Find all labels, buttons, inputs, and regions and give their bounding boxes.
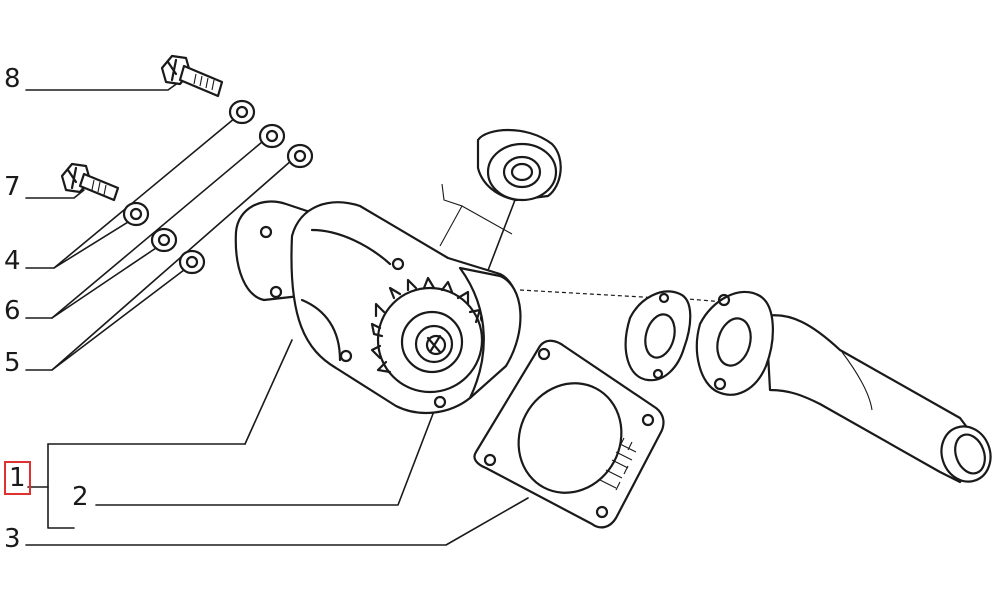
callout-7: 7 <box>4 172 21 202</box>
leader-5b <box>51 269 185 371</box>
small-gasket <box>624 290 692 382</box>
leader-1-pump <box>244 339 293 445</box>
callout-2: 2 <box>72 482 89 512</box>
bolt-7 <box>60 162 120 202</box>
callout-5: 5 <box>4 348 21 378</box>
callout-3: 3 <box>4 524 21 554</box>
gear-teeth <box>370 276 482 374</box>
leader-4a <box>25 117 236 269</box>
gasket-3 <box>473 339 665 529</box>
callout-1: 1 <box>4 461 31 495</box>
leader-3 <box>25 497 529 546</box>
leader-6a <box>25 141 263 319</box>
bushing-2 <box>476 128 562 202</box>
callout-8: 8 <box>4 64 21 94</box>
callout-4: 4 <box>4 246 21 276</box>
pump-assembly-1 <box>234 200 522 415</box>
washers <box>122 99 314 275</box>
outlet-pipe <box>695 290 992 484</box>
gasket-hatching <box>599 437 637 491</box>
callout-6: 6 <box>4 296 21 326</box>
leader-pump-top2 <box>461 205 513 235</box>
leader-6b <box>51 247 157 319</box>
leader-4b <box>53 221 129 269</box>
leader-1-bracket <box>47 443 75 529</box>
bolt-8 <box>160 54 224 98</box>
leader-pump-top <box>439 183 463 247</box>
leader-8 <box>25 79 183 91</box>
alignment-lines <box>519 289 725 303</box>
